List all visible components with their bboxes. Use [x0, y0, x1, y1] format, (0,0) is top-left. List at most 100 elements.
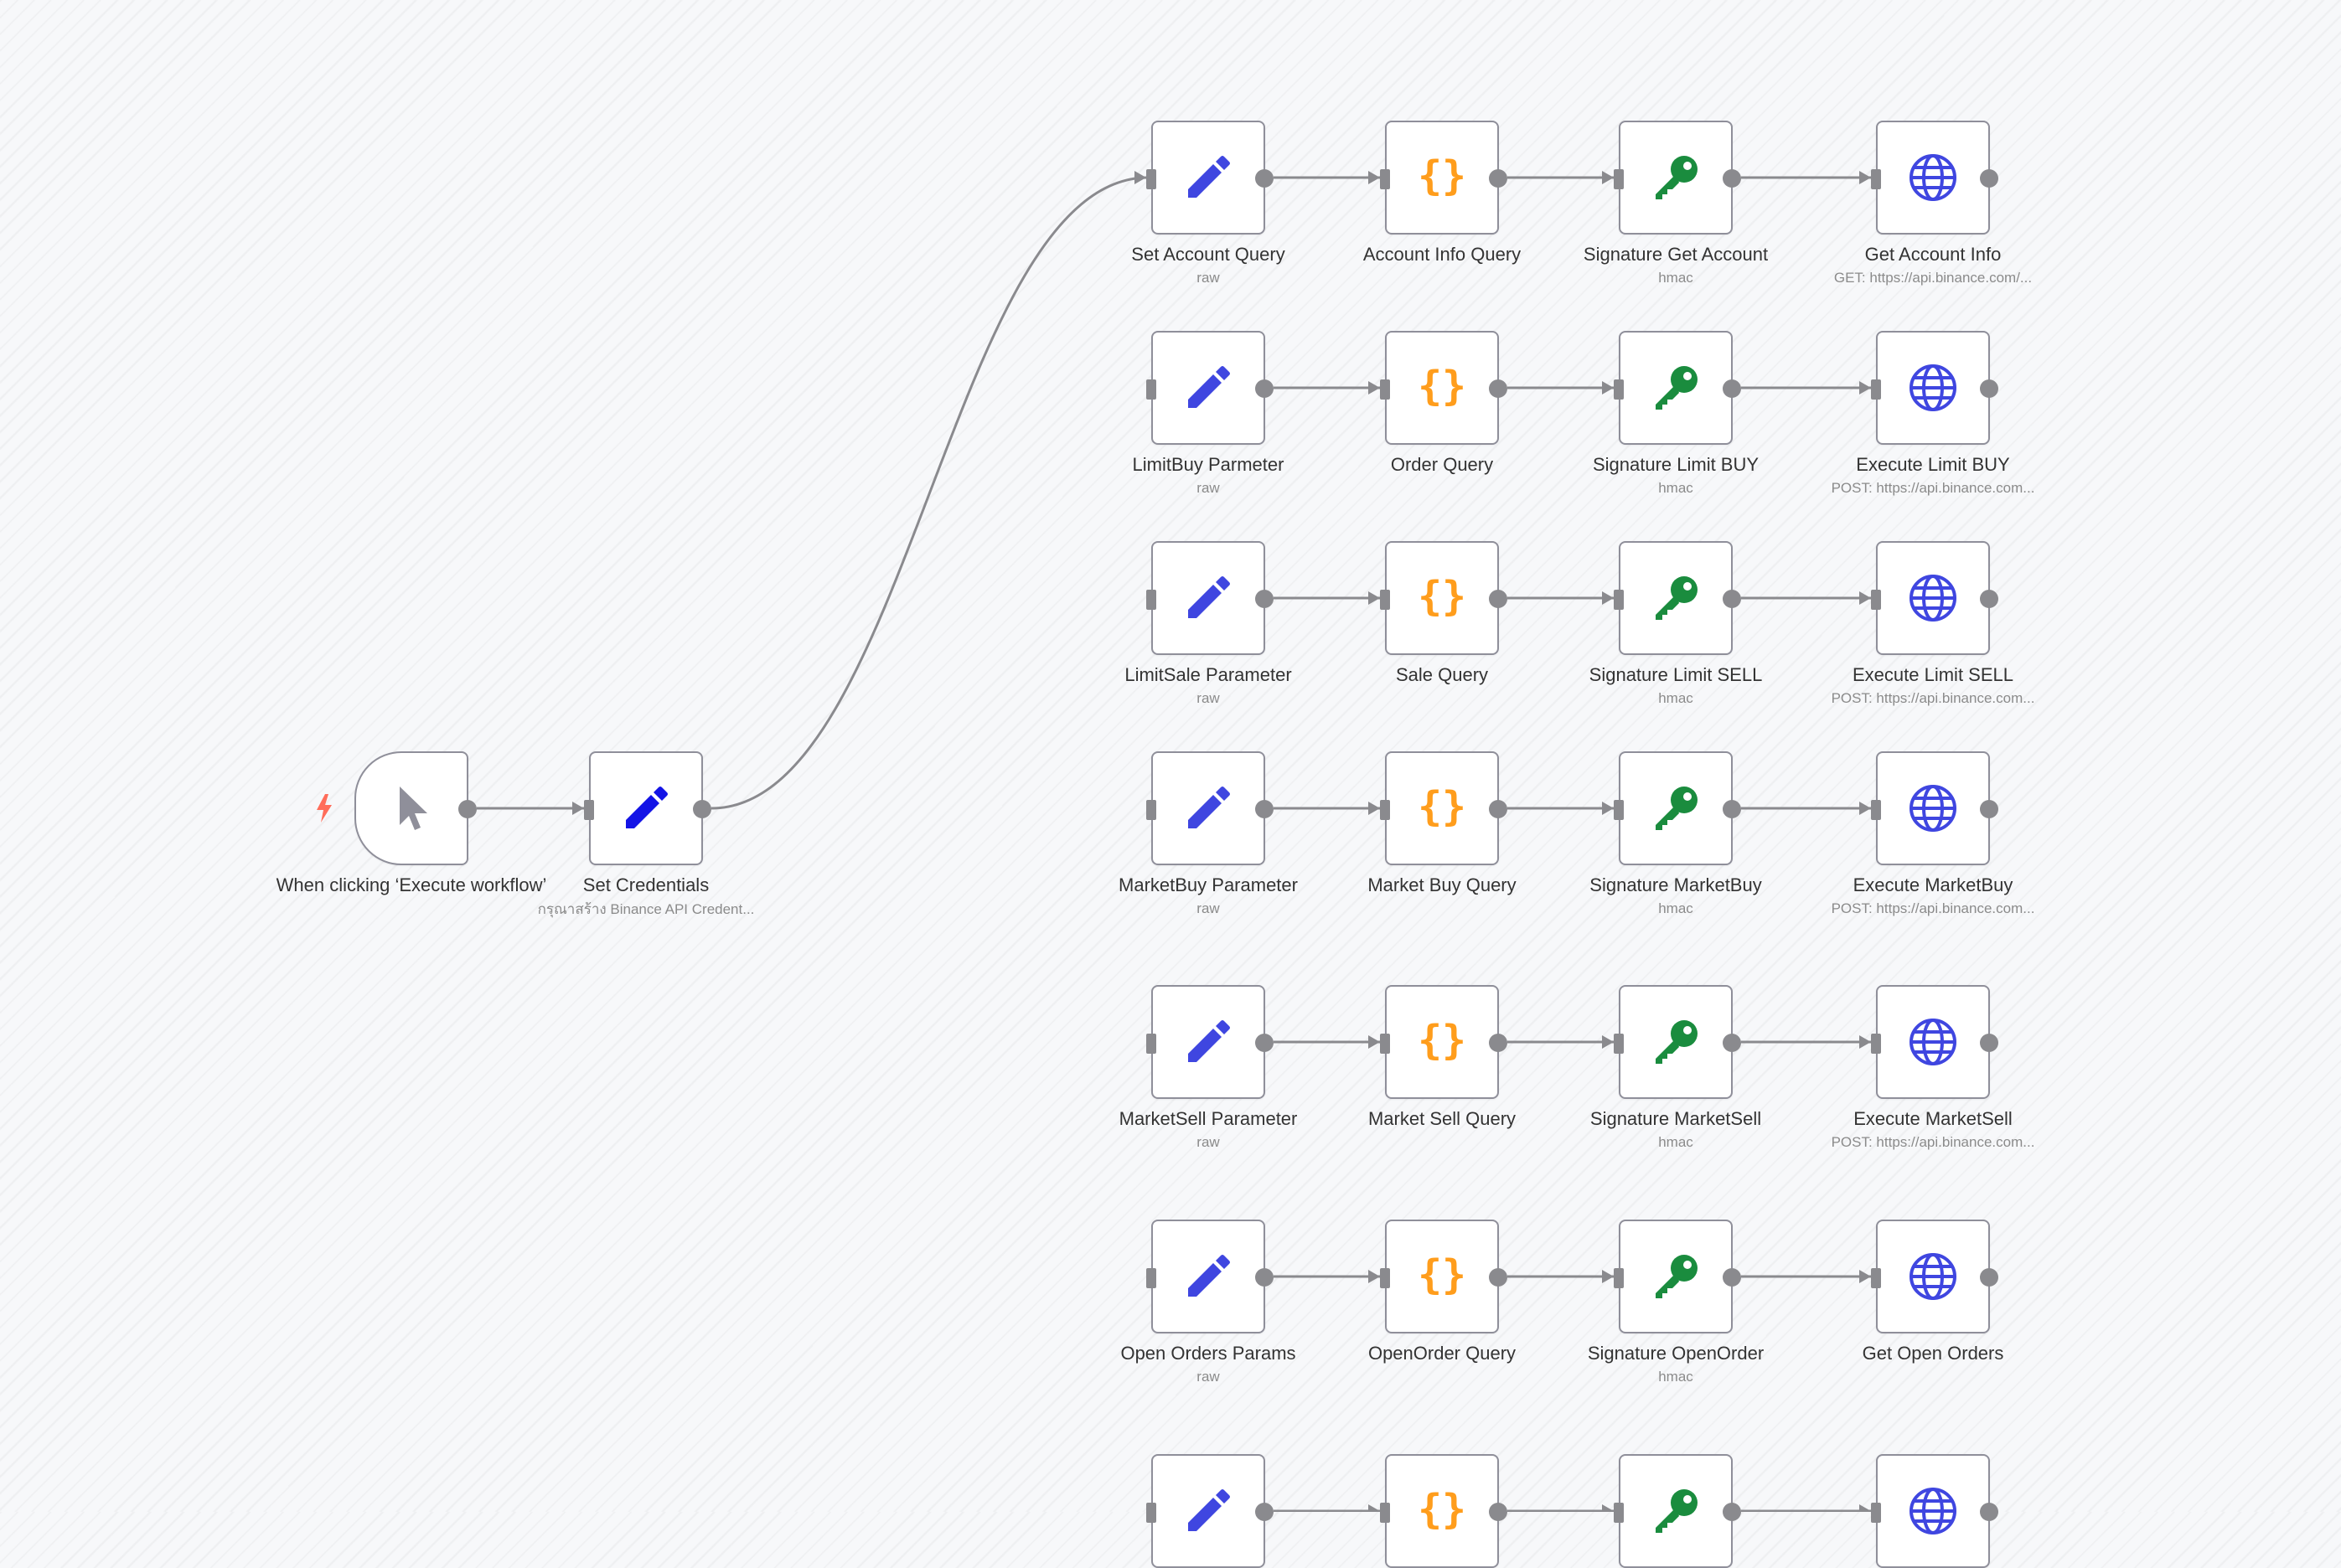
node-http-row-6[interactable] [1871, 1220, 1998, 1333]
output-port[interactable] [1723, 169, 1741, 188]
input-port[interactable] [1871, 590, 1881, 610]
output-port[interactable] [1980, 169, 1998, 188]
output-port[interactable] [1489, 1503, 1507, 1521]
input-port[interactable] [1614, 169, 1624, 189]
output-port[interactable] [1489, 379, 1507, 398]
input-port[interactable] [1614, 1503, 1624, 1523]
input-port[interactable] [1614, 1034, 1624, 1054]
input-port[interactable] [1871, 1268, 1881, 1288]
node-crypto-row-6[interactable] [1614, 1220, 1741, 1333]
output-port[interactable] [1489, 169, 1507, 188]
input-port[interactable] [1146, 800, 1156, 820]
pencil-icon [1181, 781, 1235, 835]
node-set-row-2[interactable] [1146, 331, 1274, 445]
input-port[interactable] [1871, 800, 1881, 820]
globe-icon [1906, 571, 1960, 625]
node-http-row-2[interactable] [1871, 331, 1998, 445]
input-port[interactable] [1146, 379, 1156, 400]
output-port[interactable] [1255, 1034, 1274, 1052]
input-port[interactable] [1380, 1503, 1390, 1523]
output-port[interactable] [1723, 1034, 1741, 1052]
output-port[interactable] [1489, 1268, 1507, 1287]
input-port[interactable] [1871, 169, 1881, 189]
node-http-row-4[interactable] [1871, 751, 1998, 865]
node-crypto-row-1[interactable] [1614, 121, 1741, 235]
input-port[interactable] [1146, 1268, 1156, 1288]
node-crypto-row-3[interactable] [1614, 541, 1741, 655]
node-code-row-7[interactable]: {} [1380, 1454, 1507, 1568]
input-port[interactable] [1871, 1503, 1881, 1523]
input-port[interactable] [1380, 1034, 1390, 1054]
output-port[interactable] [1980, 1268, 1998, 1287]
output-port[interactable] [1980, 379, 1998, 398]
output-port[interactable] [1723, 590, 1741, 608]
connection-line[interactable] [711, 176, 1149, 810]
input-port[interactable] [1380, 800, 1390, 820]
node-code-row-4[interactable]: {} [1380, 751, 1507, 865]
node-http-row-5[interactable] [1871, 985, 1998, 1099]
output-port[interactable] [1255, 379, 1274, 398]
node-set-row-5[interactable] [1146, 985, 1274, 1099]
input-port[interactable] [1871, 1034, 1881, 1054]
node-manual-trigger[interactable] [354, 751, 477, 865]
output-port[interactable] [1723, 800, 1741, 818]
output-port[interactable] [458, 800, 477, 818]
input-port[interactable] [1380, 169, 1390, 189]
input-port[interactable] [1146, 169, 1156, 189]
node-http-row-1[interactable] [1871, 121, 1998, 235]
output-port[interactable] [1255, 1503, 1274, 1521]
input-port[interactable] [1146, 590, 1156, 610]
node-code-row-5[interactable]: {} [1380, 985, 1507, 1099]
output-port[interactable] [1980, 590, 1998, 608]
input-port[interactable] [1146, 1034, 1156, 1054]
node-http-row-7[interactable] [1871, 1454, 1998, 1568]
node-code-row-3[interactable]: {} [1380, 541, 1507, 655]
mouse-pointer-icon [385, 781, 438, 835]
node-title: LimitSale Parameter [1124, 664, 1292, 685]
input-port[interactable] [584, 800, 594, 820]
output-port[interactable] [1980, 1034, 1998, 1052]
connection-arrow [1602, 171, 1614, 184]
node-subtitle: raw [1196, 480, 1220, 496]
node-code-row-1[interactable]: {} [1380, 121, 1507, 235]
node-http-row-3[interactable] [1871, 541, 1998, 655]
input-port[interactable] [1614, 590, 1624, 610]
output-port[interactable] [1255, 169, 1274, 188]
output-port[interactable] [1723, 1268, 1741, 1287]
output-port[interactable] [1489, 590, 1507, 608]
node-code-row-6[interactable]: {} [1380, 1220, 1507, 1333]
output-port[interactable] [1723, 379, 1741, 398]
node-title: Signature Get Account [1583, 244, 1769, 265]
input-port[interactable] [1871, 379, 1881, 400]
node-code-row-2[interactable]: {} [1380, 331, 1507, 445]
node-set-row-6[interactable] [1146, 1220, 1274, 1333]
node-set-row-3[interactable] [1146, 541, 1274, 655]
node-set-row-7[interactable] [1146, 1454, 1274, 1568]
input-port[interactable] [1380, 1268, 1390, 1288]
code-braces-icon: {} [1415, 571, 1469, 625]
input-port[interactable] [1146, 1503, 1156, 1523]
node-crypto-row-2[interactable] [1614, 331, 1741, 445]
output-port[interactable] [1980, 1503, 1998, 1521]
input-port[interactable] [1614, 800, 1624, 820]
node-title: Execute Limit BUY [1856, 454, 2010, 475]
output-port[interactable] [1489, 800, 1507, 818]
output-port[interactable] [1255, 590, 1274, 608]
input-port[interactable] [1380, 590, 1390, 610]
output-port[interactable] [1255, 1268, 1274, 1287]
node-set-credentials[interactable] [584, 751, 711, 865]
node-crypto-row-4[interactable] [1614, 751, 1741, 865]
node-crypto-row-7[interactable] [1614, 1454, 1741, 1568]
input-port[interactable] [1380, 379, 1390, 400]
output-port[interactable] [693, 800, 711, 818]
output-port[interactable] [1980, 800, 1998, 818]
output-port[interactable] [1723, 1503, 1741, 1521]
input-port[interactable] [1614, 379, 1624, 400]
node-crypto-row-5[interactable] [1614, 985, 1741, 1099]
node-set-row-1[interactable] [1146, 121, 1274, 235]
input-port[interactable] [1614, 1268, 1624, 1288]
output-port[interactable] [1489, 1034, 1507, 1052]
output-port[interactable] [1255, 800, 1274, 818]
node-set-row-4[interactable] [1146, 751, 1274, 865]
